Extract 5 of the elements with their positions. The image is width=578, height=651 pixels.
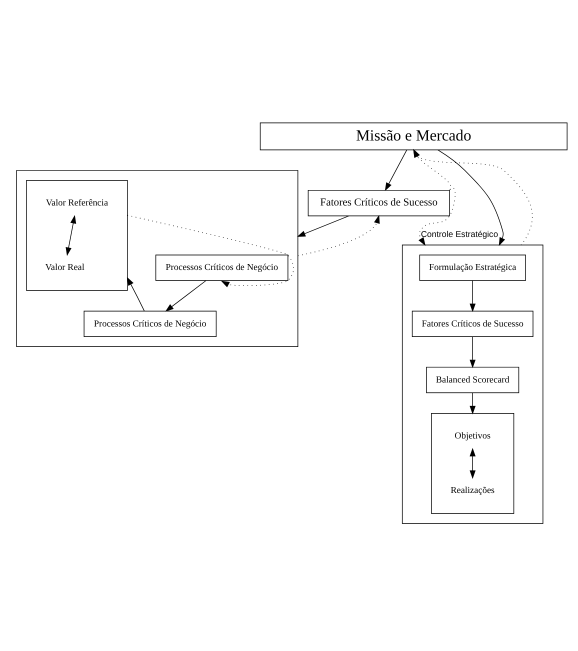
node-text: Objetivos xyxy=(454,430,491,440)
node-text: Valor Real xyxy=(45,262,84,272)
node-text: Valor Referência xyxy=(46,197,108,208)
node-text: Realizações xyxy=(450,484,495,495)
edge-label: Controle Estratégico xyxy=(420,228,498,238)
